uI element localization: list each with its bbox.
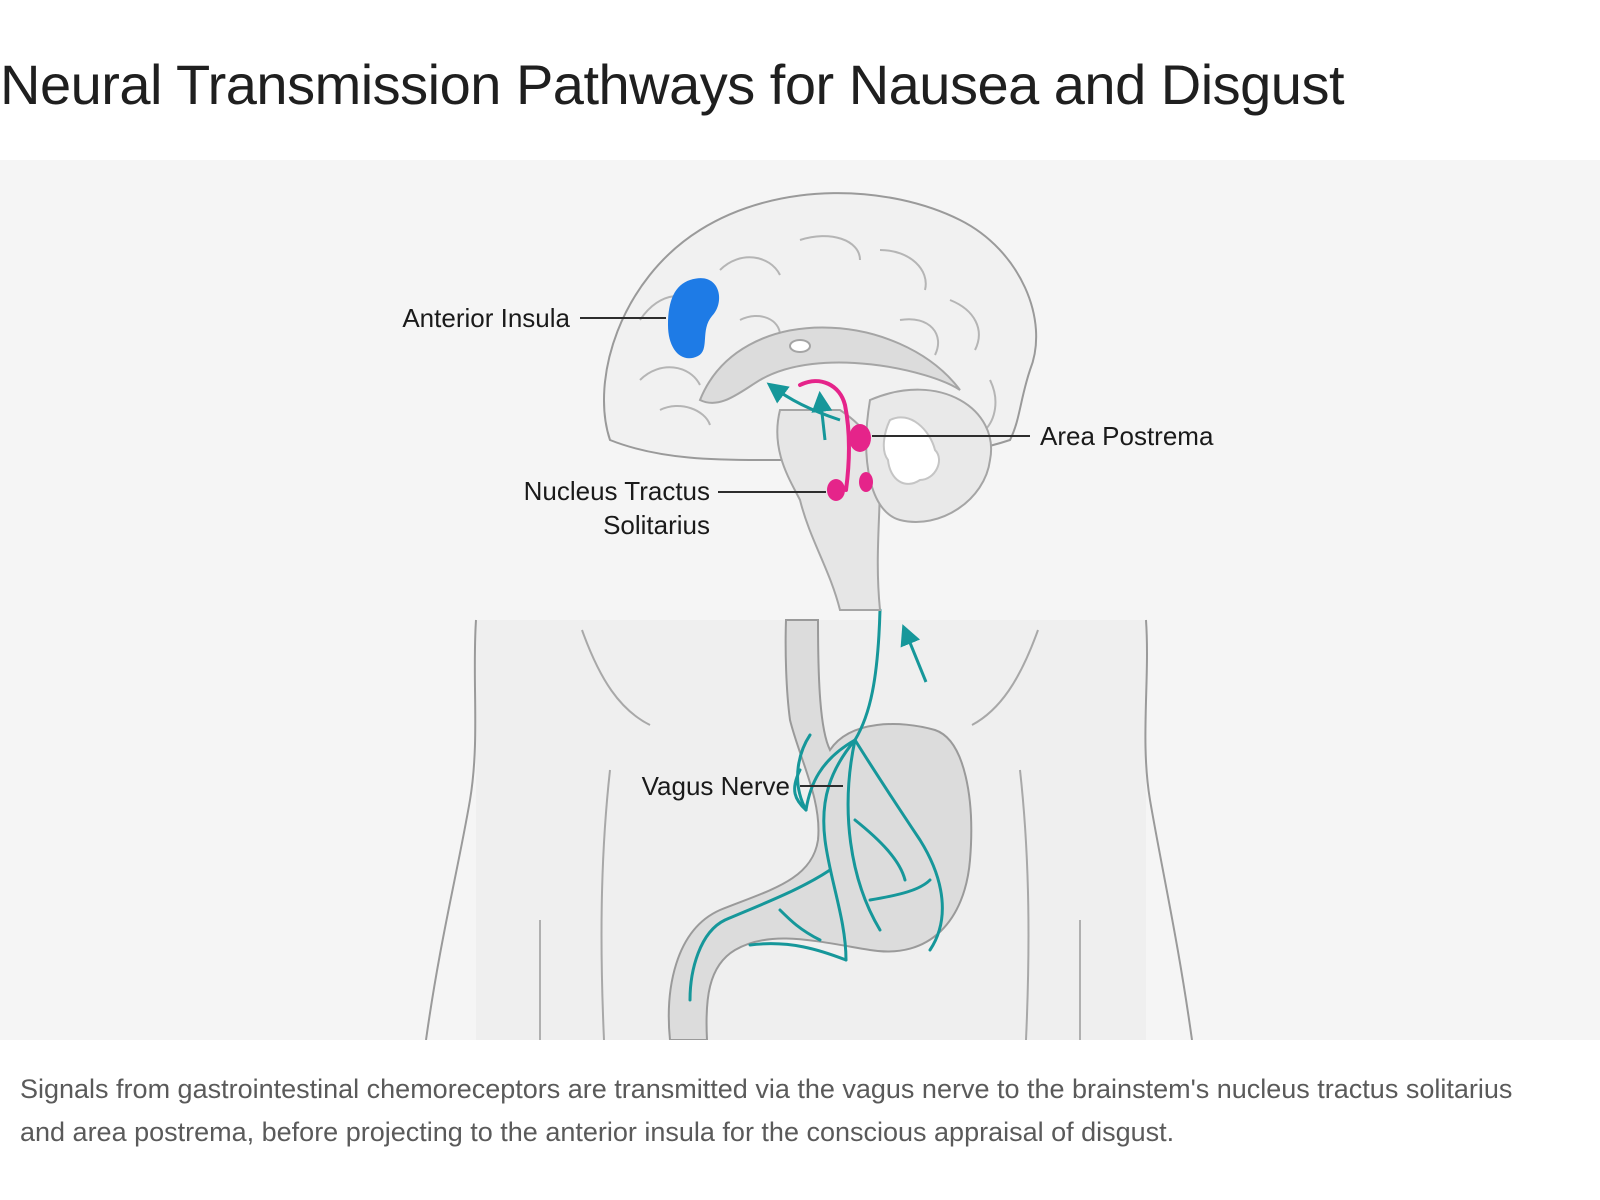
diagram-panel: Anterior Insula Area Postrema Nucleus Tr… [0, 160, 1600, 1040]
label-vagus-nerve: Vagus Nerve [642, 771, 790, 801]
area-postrema-marker [849, 424, 871, 452]
brainstem-nuclei [798, 379, 873, 501]
nucleus-tractus-solitarius-marker [827, 479, 845, 501]
label-anterior-insula: Anterior Insula [402, 303, 570, 333]
vagus-arrow [900, 624, 928, 683]
vagus-nerve-pathway [688, 608, 944, 1002]
figure-caption: Signals from gastrointestinal chemorecep… [20, 1074, 1513, 1147]
page-title: Neural Transmission Pathways for Nausea … [0, 53, 1345, 116]
brainstem-arrow [811, 390, 833, 441]
diagram-illustration: Anterior Insula Area Postrema Nucleus Tr… [402, 192, 1214, 1040]
anterior-insula-region [668, 278, 720, 359]
label-area-postrema: Area Postrema [1040, 421, 1214, 451]
brain [603, 192, 1038, 611]
insula-projection-arrow [766, 382, 841, 422]
label-nts-line2: Solitarius [603, 510, 710, 540]
label-nts-line1: Nucleus Tractus [524, 476, 710, 506]
stomach [667, 619, 973, 1040]
